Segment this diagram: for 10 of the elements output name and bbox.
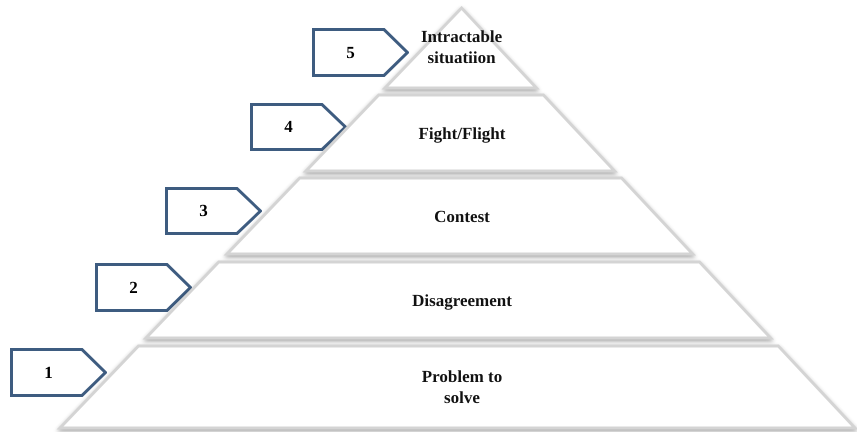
layer-label: Contest [433,206,491,226]
layer-label: Fight/Flight [418,122,506,144]
step-number: 5 [346,42,355,64]
step-number: 3 [199,200,208,222]
layer-label: Problem to solve [420,366,504,408]
step-number: 1 [44,362,53,384]
step-number: 2 [129,276,138,299]
layer-label: Intractable situatiion [420,26,504,68]
layer-label: Disagreement [411,290,513,310]
step-number: 4 [284,116,293,138]
